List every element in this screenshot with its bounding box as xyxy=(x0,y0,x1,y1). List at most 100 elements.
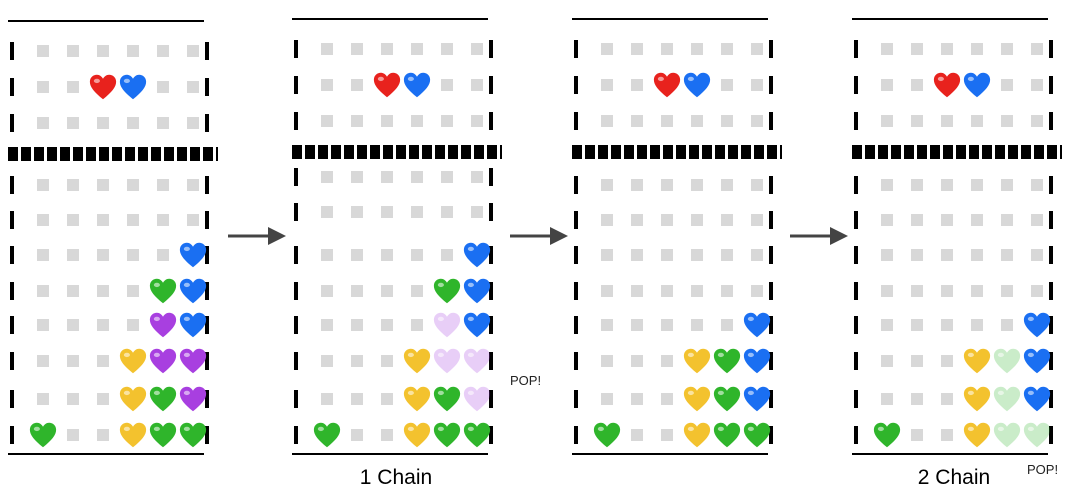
empty-cell xyxy=(902,170,932,200)
blue-heart-icon xyxy=(1023,348,1051,374)
empty-cell-marker xyxy=(381,249,393,261)
empty-cell-marker xyxy=(601,115,613,127)
empty-cell xyxy=(872,240,902,270)
empty-cell-marker xyxy=(691,43,703,55)
empty-cell-marker xyxy=(67,429,79,441)
left-wall xyxy=(10,426,14,444)
empty-cell-marker xyxy=(1031,285,1043,297)
empty-cell xyxy=(312,34,342,64)
left-wall xyxy=(10,246,14,264)
purple-heart-icon xyxy=(179,386,207,412)
empty-cell-marker xyxy=(37,45,49,57)
green-heart-icon xyxy=(432,384,462,414)
empty-cell-marker xyxy=(157,249,169,261)
empty-cell-marker xyxy=(661,393,673,405)
green-heart-icon xyxy=(743,422,771,448)
empty-cell xyxy=(372,346,402,376)
left-wall xyxy=(294,352,298,370)
empty-cell-marker xyxy=(97,429,109,441)
empty-cell-marker xyxy=(381,355,393,367)
empty-cell xyxy=(902,276,932,306)
empty-cell xyxy=(88,420,118,450)
empty-cell xyxy=(178,205,208,235)
board-separator xyxy=(8,147,218,161)
empty-cell-marker xyxy=(881,285,893,297)
empty-cell-marker xyxy=(1031,249,1043,261)
empty-cell-marker xyxy=(187,179,199,191)
popping-green-heart-icon xyxy=(1022,420,1052,450)
empty-cell-marker xyxy=(157,214,169,226)
left-wall xyxy=(574,352,578,370)
empty-cell xyxy=(372,162,402,192)
empty-cell-marker xyxy=(157,179,169,191)
purple-heart-icon xyxy=(148,310,178,340)
empty-cell xyxy=(88,205,118,235)
yellow-heart-icon xyxy=(118,346,148,376)
empty-cell xyxy=(342,106,372,136)
board-2 xyxy=(292,0,502,500)
empty-cell xyxy=(88,310,118,340)
empty-cell xyxy=(178,72,208,102)
empty-cell xyxy=(742,205,772,235)
blue-heart-icon xyxy=(462,310,492,340)
empty-cell xyxy=(932,384,962,414)
right-wall xyxy=(1049,112,1053,130)
blue-heart-icon xyxy=(743,348,771,374)
green-heart-icon xyxy=(713,348,741,374)
empty-cell xyxy=(712,240,742,270)
empty-cell-marker xyxy=(881,214,893,226)
empty-cell-marker xyxy=(37,285,49,297)
empty-cell xyxy=(28,384,58,414)
left-wall xyxy=(854,390,858,408)
empty-cell xyxy=(118,108,148,138)
blue-heart-icon xyxy=(463,312,491,338)
green-heart-icon xyxy=(872,420,902,450)
empty-cell-marker xyxy=(127,214,139,226)
board-top-line xyxy=(292,18,488,20)
empty-cell xyxy=(872,384,902,414)
empty-cell-marker xyxy=(381,393,393,405)
empty-cell xyxy=(962,34,992,64)
empty-cell-marker xyxy=(661,355,673,367)
empty-cell xyxy=(1022,70,1052,100)
left-wall xyxy=(854,76,858,94)
empty-cell-marker xyxy=(941,393,953,405)
empty-cell xyxy=(28,240,58,270)
blue-heart-icon xyxy=(1023,312,1051,338)
red-heart-icon xyxy=(933,72,961,98)
blue-heart-icon xyxy=(1022,310,1052,340)
empty-cell xyxy=(58,108,88,138)
empty-cell xyxy=(652,276,682,306)
empty-cell xyxy=(28,72,58,102)
left-wall xyxy=(854,246,858,264)
yellow-heart-icon xyxy=(118,420,148,450)
empty-cell xyxy=(932,170,962,200)
right-wall xyxy=(205,282,209,300)
empty-cell xyxy=(742,276,772,306)
yellow-heart-icon xyxy=(962,384,992,414)
blue-heart-icon xyxy=(463,242,491,268)
empty-cell-marker xyxy=(911,393,923,405)
empty-cell xyxy=(88,36,118,66)
empty-cell xyxy=(652,106,682,136)
empty-cell-marker xyxy=(911,79,923,91)
empty-cell xyxy=(432,162,462,192)
empty-cell-marker xyxy=(37,179,49,191)
left-wall xyxy=(574,282,578,300)
empty-cell xyxy=(312,106,342,136)
empty-cell-marker xyxy=(381,429,393,441)
empty-cell xyxy=(992,240,1022,270)
left-wall xyxy=(10,78,14,96)
empty-cell xyxy=(962,205,992,235)
left-wall xyxy=(574,211,578,229)
empty-cell xyxy=(372,420,402,450)
board-separator xyxy=(292,145,502,159)
right-wall xyxy=(769,390,773,408)
empty-cell xyxy=(1022,106,1052,136)
empty-cell xyxy=(342,420,372,450)
empty-cell xyxy=(652,420,682,450)
empty-cell-marker xyxy=(631,393,643,405)
right-wall xyxy=(205,114,209,132)
empty-cell-marker xyxy=(881,115,893,127)
empty-cell xyxy=(872,205,902,235)
